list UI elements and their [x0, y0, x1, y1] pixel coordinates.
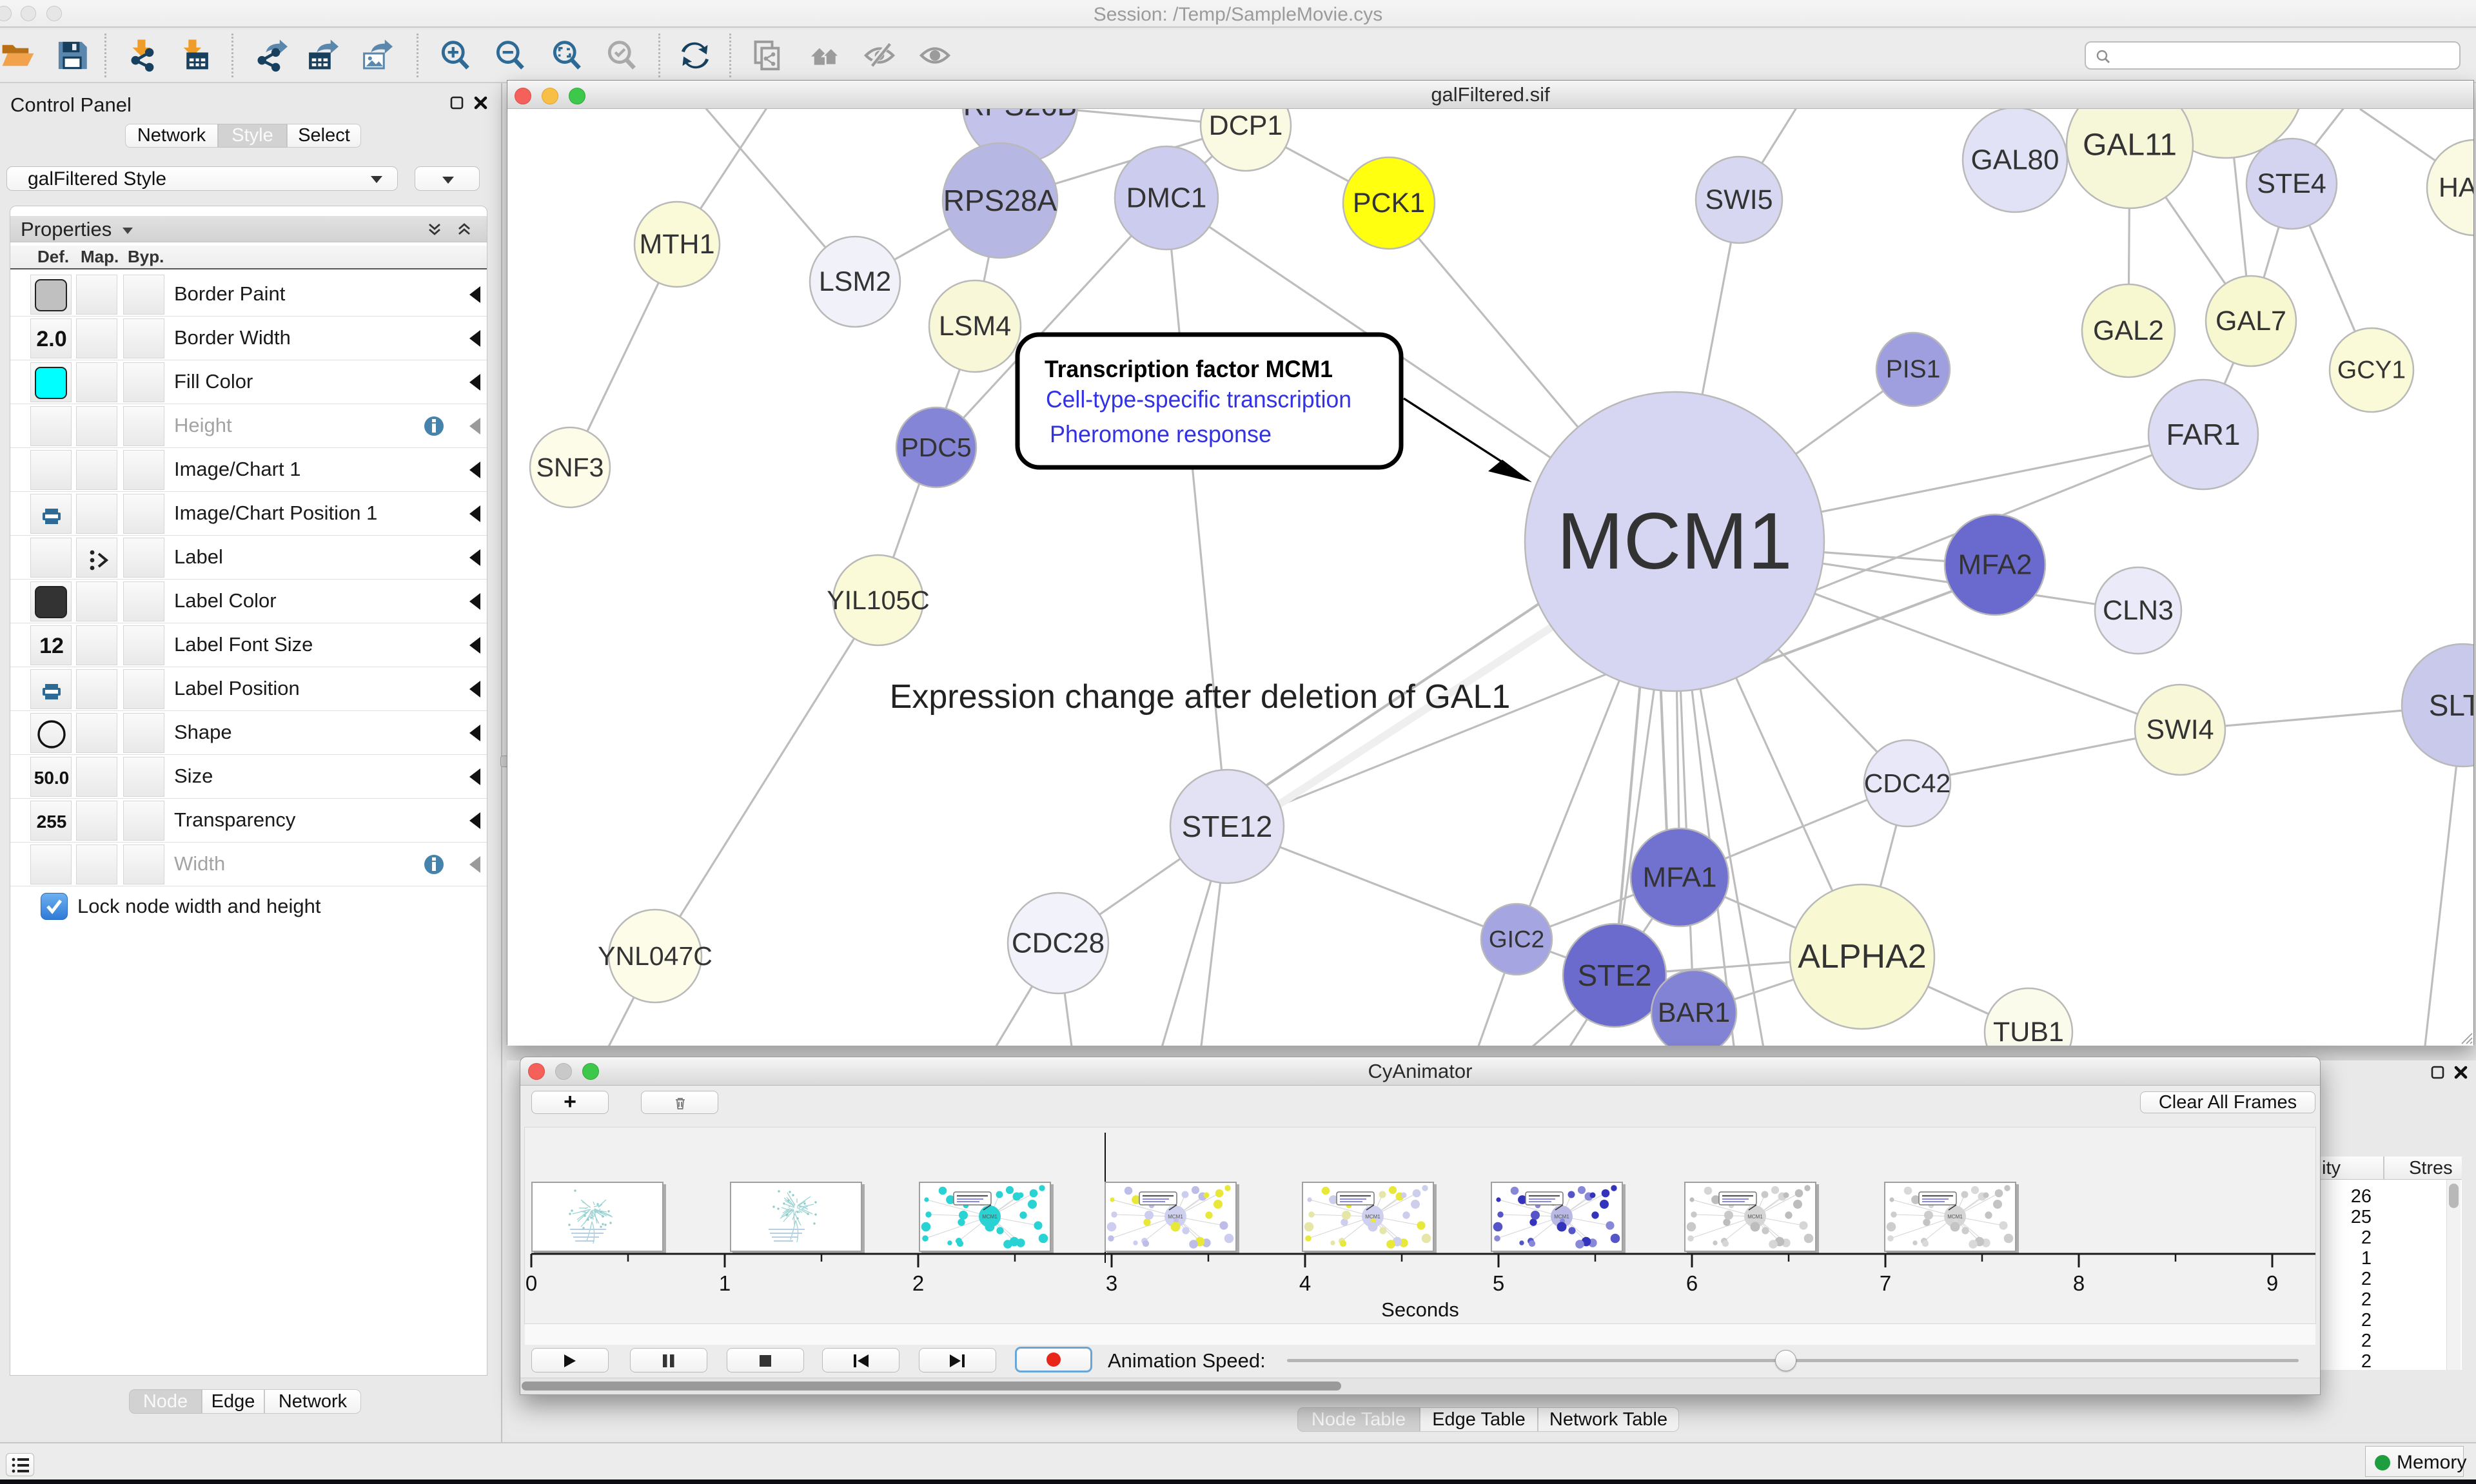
- svg-text:DMC1: DMC1: [1126, 182, 1207, 214]
- svg-text:GAL80: GAL80: [1971, 144, 2059, 176]
- svg-text:CLN3: CLN3: [2103, 595, 2174, 626]
- svg-text:4: 4: [1299, 1271, 1311, 1295]
- svg-text:CDC28: CDC28: [1012, 928, 1105, 959]
- svg-text:STE2: STE2: [1577, 959, 1651, 992]
- svg-text:MCM1: MCM1: [1747, 1214, 1763, 1220]
- svg-text:LSM2: LSM2: [819, 266, 891, 297]
- svg-text:SWI4: SWI4: [2146, 714, 2214, 745]
- svg-text:TUB1: TUB1: [1993, 1017, 2064, 1046]
- svg-text:5: 5: [1493, 1271, 1504, 1295]
- svg-text:Cell-type-specific transcripti: Cell-type-specific transcription: [1046, 386, 1351, 413]
- svg-text:MFA1: MFA1: [1643, 862, 1717, 893]
- svg-text:0: 0: [526, 1271, 537, 1295]
- svg-text:MCM1: MCM1: [982, 1214, 997, 1220]
- svg-text:SLT2: SLT2: [2429, 688, 2473, 722]
- svg-text:GAL11: GAL11: [2083, 128, 2177, 162]
- svg-text:PDC5: PDC5: [901, 433, 971, 462]
- svg-text:STE12: STE12: [1182, 810, 1273, 843]
- svg-text:HAP2: HAP2: [2439, 172, 2473, 203]
- svg-text:3: 3: [1106, 1271, 1117, 1295]
- svg-text:MCM1: MCM1: [1168, 1214, 1183, 1220]
- svg-text:ALPHA2: ALPHA2: [1798, 938, 1926, 975]
- svg-text:STE4: STE4: [2257, 168, 2326, 199]
- svg-text:MCM1: MCM1: [1557, 497, 1792, 586]
- svg-text:6: 6: [1686, 1271, 1698, 1295]
- svg-text:1: 1: [719, 1271, 731, 1295]
- svg-text:YNL047C: YNL047C: [598, 941, 712, 971]
- svg-text:GAL2: GAL2: [2093, 315, 2164, 346]
- svg-text:MFA2: MFA2: [1958, 549, 2032, 581]
- svg-text:RPS28A: RPS28A: [943, 184, 1057, 217]
- svg-text:8: 8: [2073, 1271, 2085, 1295]
- svg-text:SNF3: SNF3: [536, 453, 604, 482]
- svg-text:DCP1: DCP1: [1209, 110, 1283, 141]
- svg-text:GIC2: GIC2: [1489, 926, 1544, 953]
- svg-text:CDC42: CDC42: [1864, 768, 1950, 798]
- svg-text:9: 9: [2266, 1271, 2278, 1295]
- svg-text:2: 2: [912, 1271, 924, 1295]
- svg-text:LSM4: LSM4: [939, 311, 1011, 342]
- svg-text:PCK1: PCK1: [1353, 188, 1425, 219]
- svg-text:MCM1: MCM1: [1365, 1214, 1380, 1220]
- svg-text:BAR1: BAR1: [1658, 997, 1730, 1028]
- svg-text:Transcription factor MCM1: Transcription factor MCM1: [1045, 356, 1333, 382]
- svg-text:GCY1: GCY1: [2337, 356, 2406, 384]
- svg-text:YIL105C: YIL105C: [827, 585, 930, 615]
- svg-text:MCM1: MCM1: [1554, 1214, 1569, 1220]
- svg-text:Pheromone response: Pheromone response: [1050, 421, 1272, 447]
- svg-text:MCM1: MCM1: [1947, 1214, 1963, 1220]
- svg-text:7: 7: [1880, 1271, 1891, 1295]
- svg-text:PIS1: PIS1: [1886, 356, 1941, 384]
- svg-text:RPS26B: RPS26B: [963, 109, 1077, 122]
- svg-text:MTH1: MTH1: [639, 229, 714, 260]
- svg-text:GAL7: GAL7: [2216, 306, 2286, 337]
- svg-text:SWI5: SWI5: [1705, 184, 1773, 215]
- svg-text:Expression change after deleti: Expression change after deletion of GAL1: [890, 678, 1511, 716]
- svg-text:FAR1: FAR1: [2166, 418, 2240, 451]
